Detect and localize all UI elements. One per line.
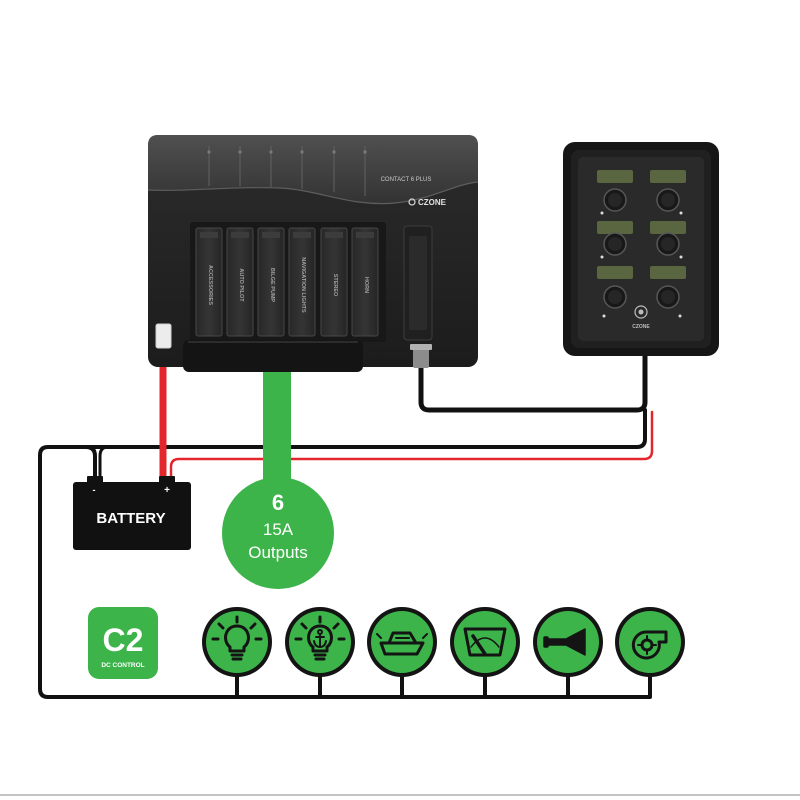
fuse-label: ACCESSORIES [207, 265, 213, 305]
module-model-label: CONTACT 6 PLUS [381, 177, 432, 183]
battery: - + BATTERY [73, 476, 191, 550]
load-light [202, 607, 272, 677]
switch-leds [600, 211, 683, 318]
anchor-light-icon [294, 615, 346, 661]
network-port-cover [409, 236, 427, 330]
indicator-leds [207, 150, 367, 154]
load-navigation-lights [367, 607, 437, 677]
fuse: HORN [351, 227, 379, 337]
logo-mark: C2 [103, 622, 144, 658]
load-bilge-blower [615, 607, 685, 677]
bilge-blower-icon [631, 630, 668, 660]
switch-panel: CZONE [563, 142, 719, 356]
panel-logo-icon-dot [638, 309, 644, 315]
battery-positive-sign: + [164, 485, 170, 496]
module-lid [148, 135, 478, 204]
fuse-label: BILGE PUMP [269, 268, 275, 303]
fuse-label: AUTO PILOT [238, 268, 244, 302]
wiper-icon [463, 627, 507, 657]
load-horn [533, 607, 603, 677]
module-brand-label: CZONE [418, 198, 447, 207]
switch-buttons [603, 188, 680, 309]
outputs-badge: 6 15A Outputs [222, 477, 334, 589]
switch-button [656, 232, 680, 256]
light-bulb-icon [211, 615, 263, 661]
dc-control-logo: C2 DC CONTROL [88, 607, 158, 679]
positive-terminal-boot [155, 323, 172, 349]
panel-logo-icon [634, 305, 648, 319]
switch-button [603, 285, 627, 309]
module-lid-edge [147, 181, 479, 205]
fuse-label: NAVIGATION LIGHTS [300, 257, 306, 313]
navigation-boat-icon [376, 631, 428, 656]
contact-6-plus-module: CONTACT 6 PLUS CZONE ACCESSORIES AUTO PI… [147, 135, 479, 372]
battery-negative-wire [84, 445, 97, 483]
network-connector [410, 344, 432, 368]
fuse: BILGE PUMP [257, 227, 285, 337]
fuse: STEREO [320, 227, 348, 337]
fuse: AUTO PILOT [226, 227, 254, 337]
battery-negative-sign: - [93, 485, 96, 495]
switch-button [603, 232, 627, 256]
module-mount [183, 340, 363, 372]
logo-tagline: DC CONTROL [101, 662, 144, 669]
outputs-bar [263, 360, 291, 490]
load-drop-wires [235, 674, 570, 699]
outputs-circle [222, 477, 334, 589]
fuse-label: HORN [363, 277, 369, 293]
panel-positive-wire [169, 410, 654, 483]
battery-label: BATTERY [96, 510, 165, 527]
battery-body [73, 482, 191, 550]
network-cable [418, 351, 648, 413]
load-wiper [450, 607, 520, 677]
negative-bus-wire [38, 408, 652, 699]
czone-logo-icon [408, 198, 416, 206]
panel-brand-label: CZONE [632, 324, 650, 330]
outputs-rating: 15A [263, 520, 294, 539]
battery-negative-wire-return [98, 445, 110, 483]
wiring [38, 340, 654, 699]
switch-button [656, 285, 680, 309]
switch-label-plates [597, 170, 686, 279]
loads [202, 607, 685, 677]
load-anchor-light [285, 607, 355, 677]
switch-button [656, 188, 680, 212]
switch-button [603, 188, 627, 212]
horn-icon [543, 628, 586, 656]
fuse: ACCESSORIES [195, 227, 223, 337]
outputs-count: 6 [272, 490, 284, 515]
outputs-label: Outputs [248, 543, 308, 562]
logo-tile [88, 607, 158, 679]
fuse: NAVIGATION LIGHTS [288, 227, 316, 337]
fuse-label: STEREO [332, 274, 338, 297]
